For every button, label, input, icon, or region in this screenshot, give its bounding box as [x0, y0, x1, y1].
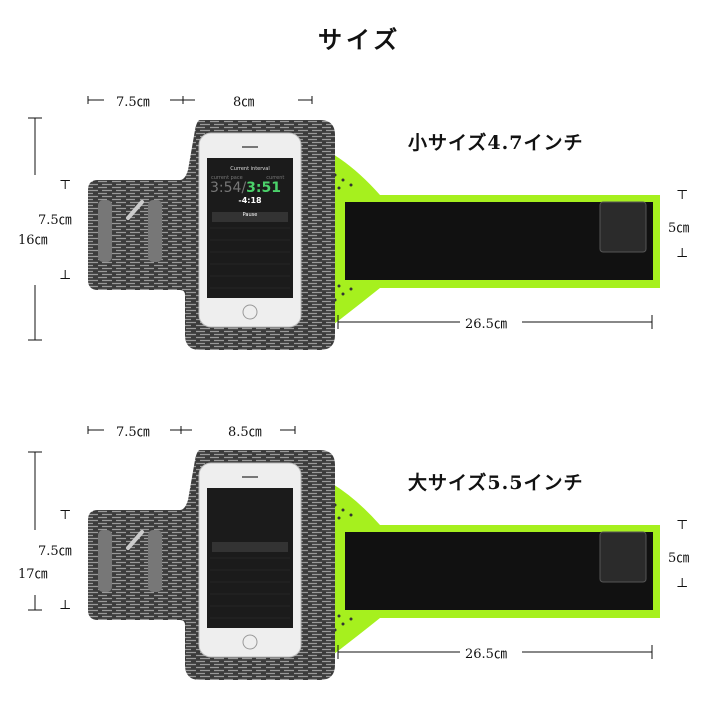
small-top-right-width: 8㎝	[233, 95, 255, 110]
pace-value: 3:54	[210, 180, 242, 196]
screen-header: Current interval	[230, 166, 270, 172]
large-tab-height-marker-bottom: ⊥	[59, 598, 72, 613]
large-tab-height: 7.5㎝	[38, 544, 72, 559]
large-size-label: 大サイズ5.5インチ	[408, 472, 584, 494]
small-total-height: 16㎝	[18, 233, 48, 248]
large-top-left-width: 7.5㎝	[116, 425, 150, 440]
phone-screen-text: Current interval current pace current 3:…	[207, 160, 293, 218]
small-strap-length: 26.5㎝	[465, 317, 507, 332]
large-tab-height-marker-top: ⊤	[59, 508, 72, 523]
small-tab-height-marker-top: ⊤	[59, 178, 72, 193]
large-strap-length: 26.5㎝	[465, 647, 507, 662]
large-strap-width-marker-top: ⊤	[676, 518, 689, 533]
large-dimension-lines	[28, 426, 653, 659]
small-tab-height-marker-bottom: ⊥	[59, 268, 72, 283]
large-top-right-width: 8.5㎝	[228, 425, 262, 440]
small-tab-height: 7.5㎝	[38, 213, 72, 228]
current-label: current	[266, 175, 285, 181]
large-strap-width-marker-bottom: ⊥	[676, 576, 689, 591]
large-total-height: 17㎝	[18, 567, 48, 582]
pace-separator: /	[241, 180, 247, 196]
delta-value: -4:18	[238, 196, 262, 205]
small-strap-width: 5㎝	[668, 221, 690, 236]
small-strap-width-marker-top: ⊤	[676, 188, 689, 203]
small-strap-width-marker-bottom: ⊥	[676, 246, 689, 261]
small-size-label: 小サイズ4.7インチ	[408, 132, 584, 154]
pace-label: current pace	[211, 175, 243, 181]
pause-button[interactable]: Pause	[242, 212, 258, 218]
current-value: 3:51	[246, 180, 281, 196]
page-title: サイズ	[318, 25, 402, 54]
large-strap-width: 5㎝	[668, 551, 690, 566]
small-dimension-lines	[28, 96, 653, 341]
small-top-left-width: 7.5㎝	[116, 95, 150, 110]
